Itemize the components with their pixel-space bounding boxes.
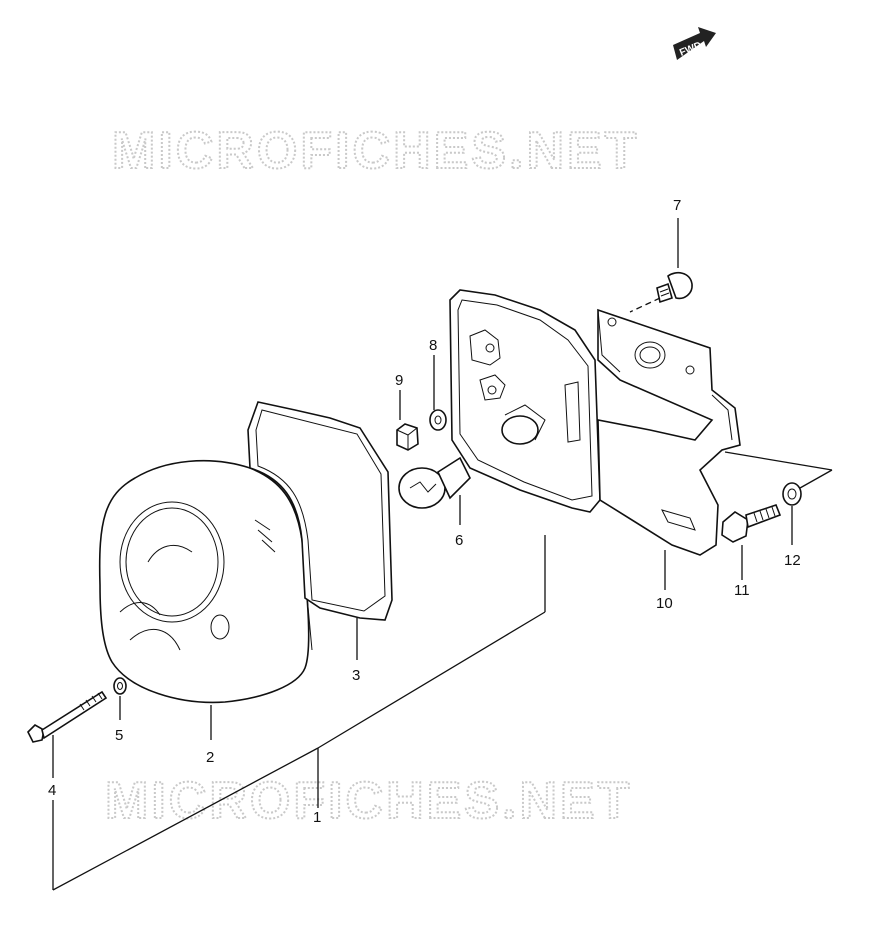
watermark-top: MICROFICHES.NET — [112, 122, 639, 180]
callout-12: 12 — [784, 552, 801, 569]
lens-part — [98, 459, 313, 704]
callout-10: 10 — [656, 595, 673, 612]
callout-5: 5 — [115, 727, 123, 744]
washer-5-part — [113, 677, 127, 695]
housing-part — [449, 289, 601, 513]
bracket-part — [597, 308, 741, 556]
bulb-part — [398, 456, 471, 509]
nut-9-part — [396, 423, 419, 451]
gasket-part — [247, 401, 393, 621]
bolt-11-part — [721, 504, 782, 543]
callout-9: 9 — [395, 372, 403, 389]
screw-4-part — [27, 690, 108, 743]
washer-8-part — [429, 409, 447, 431]
callout-1: 1 — [313, 809, 321, 826]
screw-7-part — [656, 271, 693, 304]
callout-8: 8 — [429, 337, 437, 354]
callout-2: 2 — [206, 749, 214, 766]
callout-6: 6 — [455, 532, 463, 549]
watermark-bottom: MICROFICHES.NET — [105, 772, 632, 830]
callout-7: 7 — [673, 197, 681, 214]
callout-3: 3 — [352, 667, 360, 684]
fwd-arrow-icon: FWD — [673, 27, 716, 60]
washer-12-part — [782, 482, 802, 506]
callout-4: 4 — [48, 782, 56, 799]
leader-lines — [52, 218, 833, 891]
callout-11: 11 — [734, 582, 750, 599]
